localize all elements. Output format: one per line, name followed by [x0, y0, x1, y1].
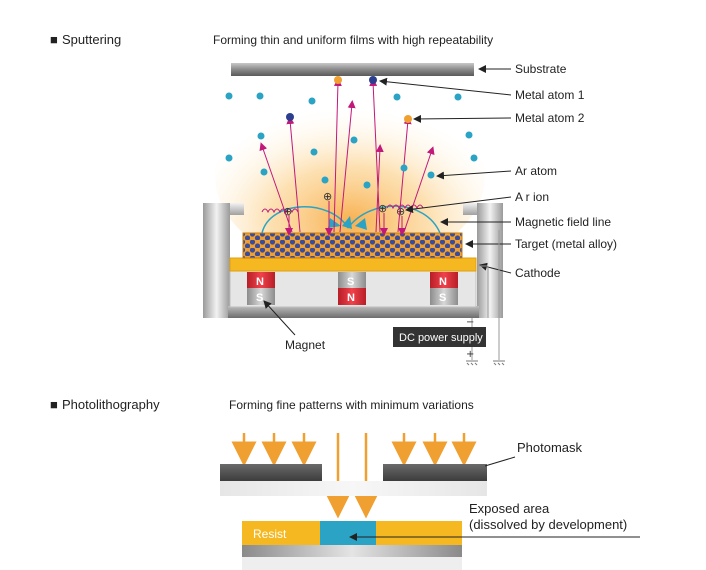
wafer	[242, 545, 462, 557]
svg-text:N: N	[256, 276, 264, 288]
svg-text:S: S	[439, 292, 446, 304]
sputtering-title: Sputtering	[62, 32, 121, 47]
resist-right	[376, 521, 462, 545]
minus-terminal: −	[466, 317, 474, 328]
dc-power-supply-label: DC power supply	[399, 332, 483, 344]
svg-text:⊕: ⊕	[323, 190, 332, 203]
svg-text:⊕: ⊕	[396, 205, 405, 218]
sputtering-callouts	[263, 65, 512, 336]
label-substrate: Substrate	[515, 62, 567, 76]
sputtering-section-marker: ■	[50, 32, 58, 47]
label-resist: Resist	[253, 527, 287, 541]
magnet-right: N S	[430, 272, 458, 305]
label-magnet: Magnet	[285, 338, 326, 352]
label-metal-atom-1: Metal atom 1	[515, 88, 585, 102]
svg-text:⊕: ⊕	[283, 205, 292, 218]
exposed-area	[320, 521, 376, 545]
metal-atom-2-arrived	[334, 76, 342, 84]
label-magnetic-field-line: Magnetic field line	[515, 215, 611, 229]
svg-text:S: S	[256, 292, 263, 304]
ar-atoms	[225, 92, 478, 189]
photomask-callout	[484, 456, 516, 467]
photolithography-title: Photolithography	[62, 397, 160, 412]
magnet-left: N S	[247, 272, 275, 305]
label-photomask: Photomask	[517, 440, 583, 455]
sputtered-atom-paths	[259, 78, 435, 233]
ar-ions: ⊕ ⊕ ⊕ ⊕	[283, 190, 405, 218]
svg-text:⊕: ⊕	[378, 202, 387, 215]
metal-atom-1-flying	[286, 113, 294, 121]
resist-left	[242, 521, 320, 545]
metal-atom-1	[369, 76, 377, 84]
photomask-opaque-left	[220, 464, 322, 481]
label-exposed-area-line2: (dissolved by development)	[469, 517, 627, 532]
metal-atom-2	[404, 115, 412, 123]
photolithography-description: Forming fine patterns with minimum varia…	[229, 398, 474, 412]
field-line-arrowheads	[328, 216, 367, 230]
ion-paths	[285, 201, 406, 236]
cathode-plate	[229, 257, 477, 272]
svg-text:N: N	[347, 292, 355, 304]
photomask-opaque-right	[383, 464, 487, 481]
label-metal-atom-2: Metal atom 2	[515, 111, 585, 125]
wafer-base	[242, 557, 462, 570]
svg-text:S: S	[347, 276, 354, 288]
label-cathode: Cathode	[515, 266, 561, 280]
target-plate	[242, 232, 463, 259]
magnetic-field-lines	[261, 205, 441, 234]
label-ar-atom: Ar atom	[515, 164, 557, 178]
label-target: Target (metal alloy)	[515, 237, 617, 251]
dc-power-supply-box	[393, 327, 486, 347]
label-ar-ion: A r ion	[515, 190, 549, 204]
photolithography-section-marker: ■	[50, 397, 58, 412]
substrate-plate	[231, 63, 474, 76]
plasma-glow	[215, 80, 485, 270]
photomask-glass	[220, 481, 487, 496]
electron-spirals	[261, 204, 424, 214]
sputtering-description: Forming thin and uniform films with high…	[213, 33, 493, 47]
plus-terminal: +	[466, 349, 474, 360]
label-exposed-area-line1: Exposed area	[469, 501, 550, 516]
ground-symbols	[466, 360, 505, 366]
svg-text:N: N	[439, 276, 447, 288]
magnet-center: S N	[338, 272, 366, 305]
